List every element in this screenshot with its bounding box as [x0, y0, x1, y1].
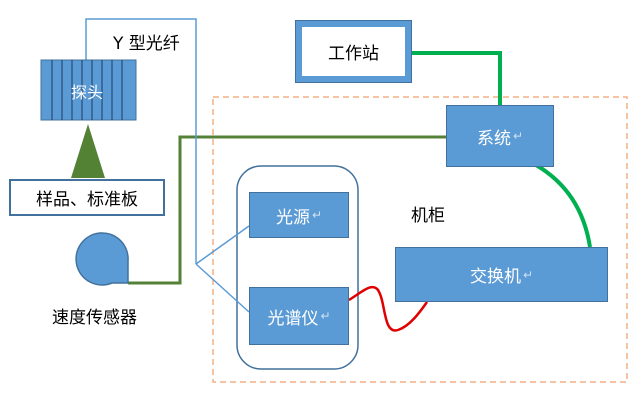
- probe-stripes: [51, 60, 123, 120]
- cabinet-label: 机柜: [411, 206, 445, 226]
- system-switch-link: [534, 163, 592, 248]
- cabinet-boundary: [212, 96, 628, 383]
- return-mark-icon: ↵: [522, 267, 534, 282]
- y-fiber-branch-source: [195, 225, 250, 265]
- sample-board-label: 样品、标准板: [36, 190, 138, 210]
- return-mark-icon: ↵: [512, 129, 524, 143]
- probe-label: 探头: [71, 83, 104, 102]
- light-beam-triangle: [71, 124, 105, 178]
- switch-label: 交换机: [469, 267, 521, 287]
- y-fiber-label: Y 型光纤: [113, 34, 180, 54]
- probe-body: [40, 59, 137, 121]
- spectrometer-label: 光谱仪: [267, 308, 319, 329]
- light-source-label: 光源: [275, 207, 310, 228]
- y-fiber-line: [85, 18, 197, 264]
- system-label: 系统: [476, 128, 511, 149]
- sample-board-box: 样品、标准板: [9, 179, 165, 216]
- workstation-system-link: [412, 51, 502, 105]
- return-mark-icon: ↵: [311, 208, 323, 222]
- light-source-box: 光源↵: [249, 192, 349, 238]
- workstation-label: 工作站: [328, 44, 379, 64]
- spectrometer-switch-link: [348, 285, 429, 332]
- speed-sensor-icon: [75, 232, 129, 286]
- speed-sensor-label: 速度传感器: [52, 308, 137, 328]
- workstation-frame: 工作站: [295, 20, 412, 83]
- return-mark-icon: ↵: [320, 309, 331, 323]
- spectrometer-box: 光谱仪↵: [249, 287, 349, 345]
- y-fiber-branch-spectrometer: [195, 263, 250, 313]
- switch-box: 交换机↵: [395, 247, 608, 302]
- system-sensor-link: [128, 135, 446, 285]
- workstation-box: 工作站: [302, 27, 405, 76]
- system-box: 系统↵: [446, 105, 554, 167]
